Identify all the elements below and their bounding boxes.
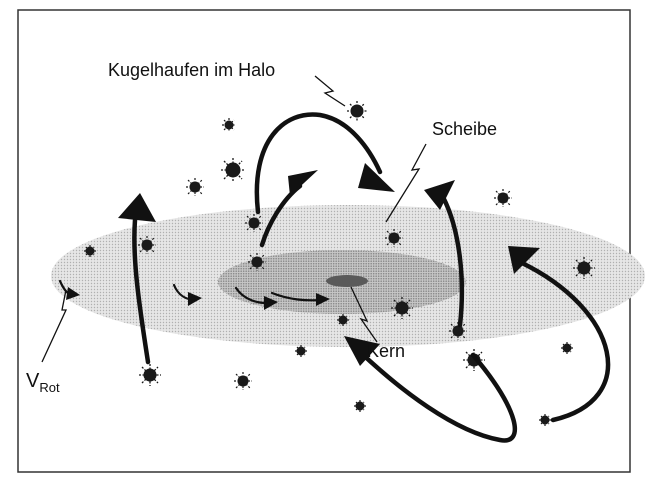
orbit-arrow-top-loop	[254, 112, 383, 215]
cluster	[391, 297, 413, 319]
leader-core	[350, 286, 378, 343]
cluster	[385, 229, 403, 247]
cluster	[347, 101, 367, 121]
arrow-heads	[118, 163, 540, 366]
cluster	[295, 345, 307, 357]
cluster	[84, 245, 96, 257]
cluster	[186, 178, 204, 196]
label-vrot: VRot	[26, 370, 60, 395]
cluster	[221, 158, 245, 182]
cluster	[573, 257, 595, 279]
frame-border	[17, 9, 631, 473]
arrowhead	[118, 193, 156, 222]
orbit-arrow-bottom-loop	[355, 347, 518, 443]
cluster	[561, 342, 573, 354]
arrowhead	[288, 170, 318, 196]
leader-halo	[314, 75, 346, 107]
cluster	[337, 314, 349, 326]
globular-clusters	[84, 101, 595, 426]
cluster	[354, 400, 366, 412]
orbit-arrow-right-loop	[517, 259, 611, 423]
leader-vrot	[41, 289, 68, 363]
orbit-arrow-right-up	[440, 194, 465, 328]
cluster	[245, 214, 263, 232]
orbit-arrows	[132, 112, 611, 443]
cluster	[139, 364, 161, 386]
orbit-arrow-left	[132, 217, 151, 365]
cluster	[138, 236, 156, 254]
arrowhead	[424, 180, 455, 210]
leader-disk	[385, 143, 427, 223]
label-core: Kern	[367, 341, 405, 361]
cluster	[494, 189, 512, 207]
galaxy-nucleus	[326, 275, 368, 287]
label-vrot-main: V	[26, 370, 40, 392]
arrowhead	[508, 246, 540, 274]
disk-rotation-heads	[66, 287, 330, 310]
cluster	[539, 414, 551, 426]
label-halo: Kugelhaufen im Halo	[108, 60, 275, 80]
arrowhead	[358, 163, 395, 192]
cluster	[248, 253, 266, 271]
cluster	[234, 372, 252, 390]
arrowhead	[344, 336, 380, 366]
cluster	[222, 118, 236, 132]
label-disk: Scheibe	[432, 119, 497, 139]
leader-lines	[41, 75, 427, 363]
label-vrot-sub: Rot	[39, 380, 60, 395]
